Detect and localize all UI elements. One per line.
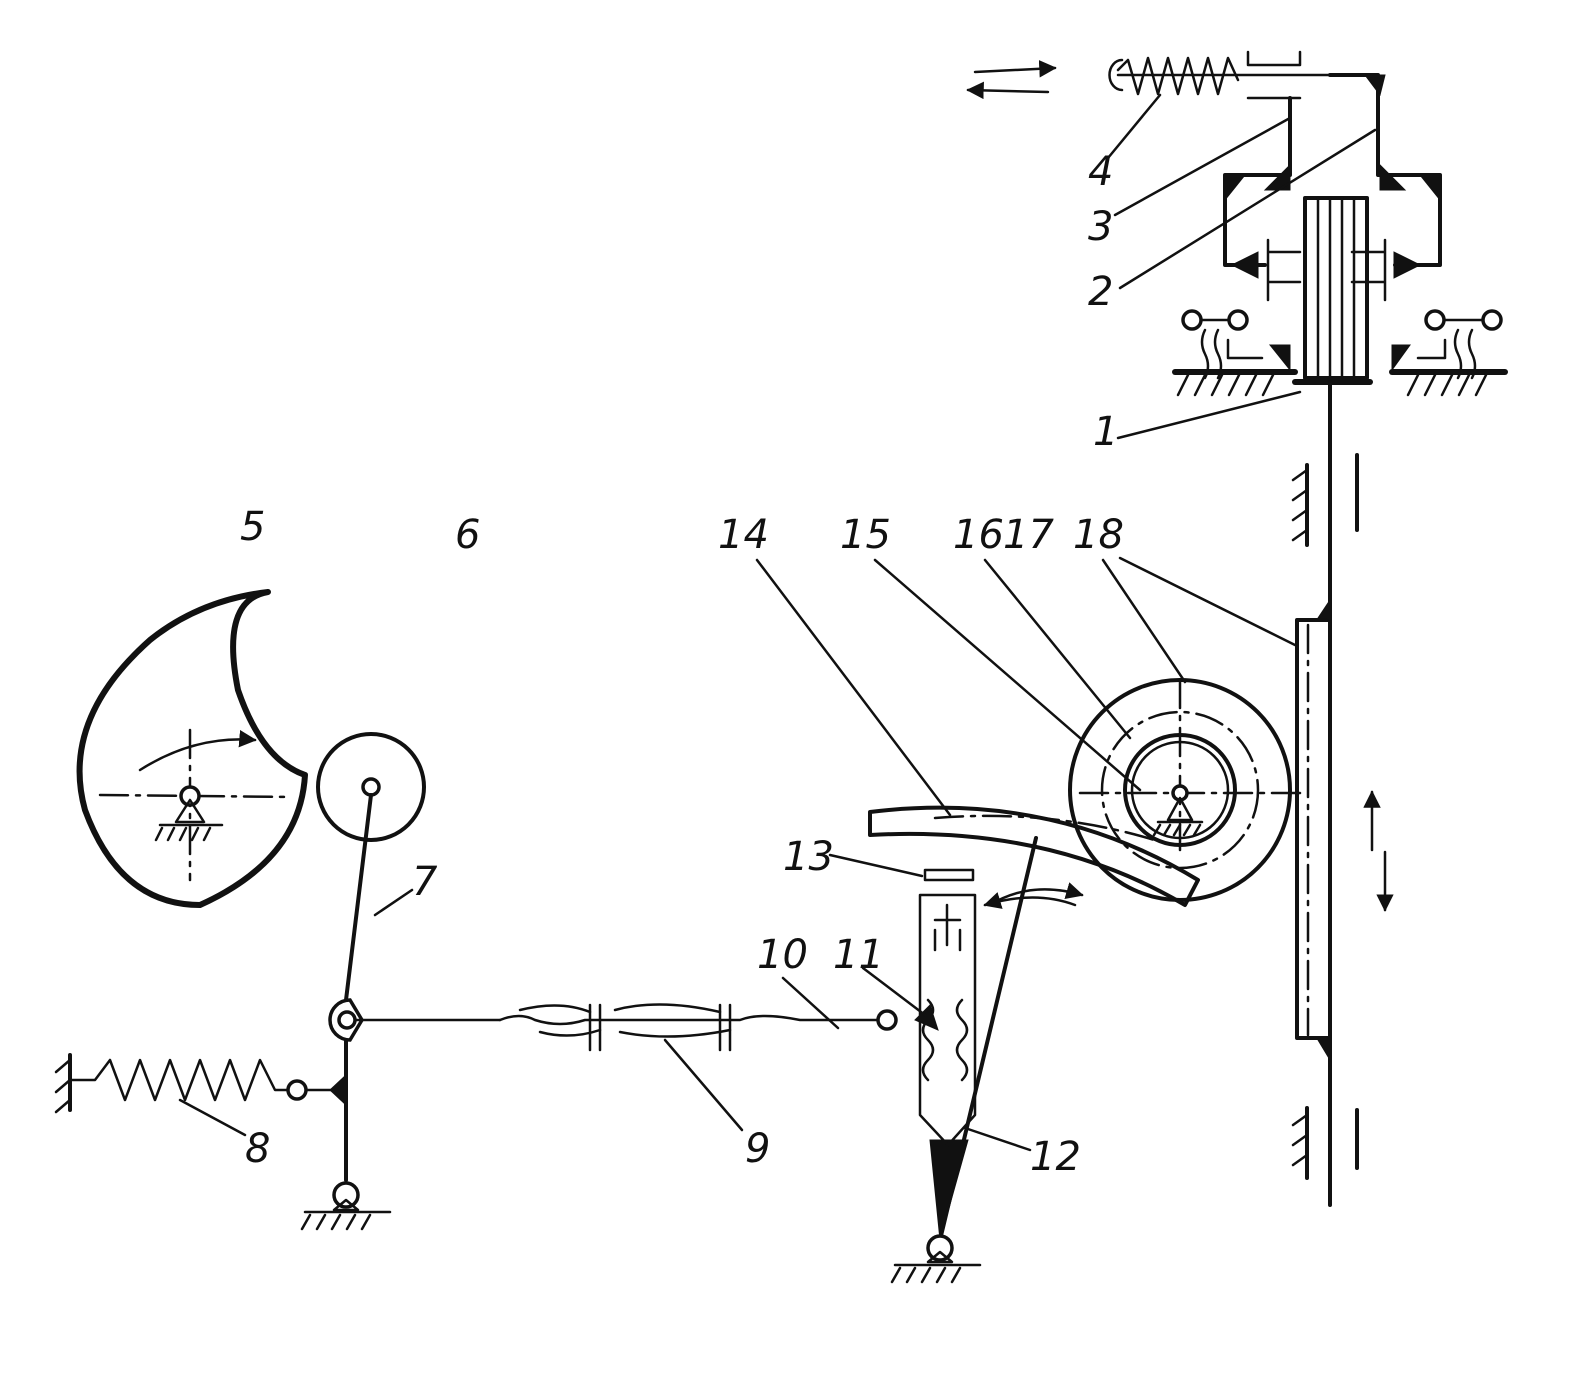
lever-12-system bbox=[890, 836, 1038, 1284]
linkage-right bbox=[1389, 309, 1508, 380]
label-11: 11 bbox=[833, 932, 884, 978]
linkage-left bbox=[1172, 309, 1298, 380]
joint-corner bbox=[1418, 174, 1441, 202]
part-labels: 1 2 3 4 5 6 7 8 9 10 11 12 13 14 15 16 1… bbox=[240, 149, 1124, 1180]
label-18: 18 bbox=[1073, 512, 1124, 558]
label-17: 17 bbox=[1003, 512, 1054, 558]
label-10: 10 bbox=[757, 932, 808, 978]
label-13: 13 bbox=[783, 834, 834, 880]
spring-4 bbox=[1116, 56, 1240, 96]
label-3: 3 bbox=[1088, 204, 1113, 250]
lever-7 bbox=[344, 793, 373, 1002]
top-assembly bbox=[966, 50, 1508, 397]
leader-lines bbox=[178, 93, 1377, 1152]
label-4: 4 bbox=[1088, 149, 1113, 195]
label-6: 6 bbox=[455, 512, 480, 558]
rotation-arrow-icon bbox=[138, 729, 257, 772]
spring-end-cap bbox=[1108, 58, 1124, 92]
lever-system bbox=[54, 793, 898, 1231]
joint-corner bbox=[1224, 174, 1247, 202]
label-7: 7 bbox=[412, 859, 438, 905]
left-arrow-icon bbox=[966, 81, 1050, 100]
label-15: 15 bbox=[840, 512, 891, 558]
sleeve-9 bbox=[518, 1004, 602, 1037]
block-1 bbox=[1303, 196, 1369, 380]
label-9: 9 bbox=[745, 1126, 770, 1172]
ground-hatch bbox=[1176, 373, 1488, 397]
lever-12-base bbox=[929, 1139, 969, 1241]
label-5: 5 bbox=[240, 504, 265, 550]
joint-arrow bbox=[1230, 251, 1259, 279]
disc-assembly bbox=[868, 678, 1302, 909]
vertical-slide bbox=[1291, 380, 1394, 1207]
joint-corner bbox=[1364, 74, 1386, 97]
joint-corner bbox=[1379, 163, 1407, 191]
roller-6 bbox=[316, 732, 426, 842]
cam-assembly bbox=[76, 589, 426, 908]
label-1: 1 bbox=[1093, 409, 1118, 455]
clamp-left bbox=[1266, 238, 1302, 302]
damper-11 bbox=[918, 893, 977, 1147]
joint-arrow bbox=[1393, 251, 1422, 279]
label-8: 8 bbox=[245, 1126, 270, 1172]
plate-18 bbox=[1295, 618, 1332, 1040]
spring-8 bbox=[68, 1058, 290, 1102]
segment-14 bbox=[868, 805, 1200, 907]
label-16: 16 bbox=[953, 512, 1004, 558]
label-14: 14 bbox=[718, 512, 769, 558]
label-12: 12 bbox=[1030, 1134, 1081, 1180]
label-2: 2 bbox=[1088, 269, 1113, 315]
guide-bracket-top bbox=[1246, 50, 1302, 67]
pin-13 bbox=[923, 868, 975, 882]
right-arrow-icon bbox=[973, 60, 1057, 78]
cam-5 bbox=[76, 589, 308, 908]
